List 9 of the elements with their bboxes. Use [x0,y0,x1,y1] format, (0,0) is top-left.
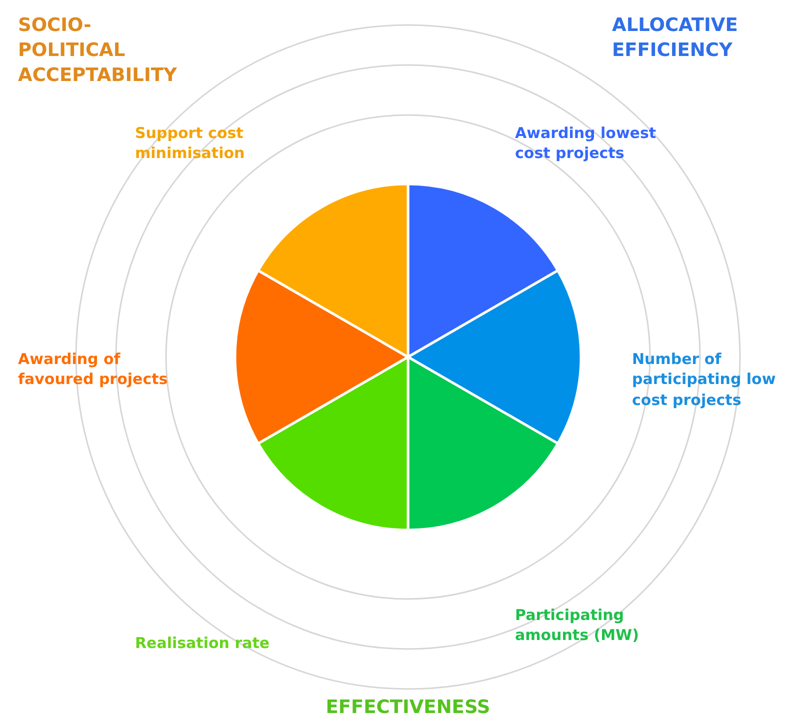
criterion-label: Awarding lowest cost projects [515,123,658,164]
category-heading: EFFECTIVENESS [324,696,492,719]
category-heading: ALLOCATIVE EFFICIENCY [612,14,739,63]
criterion-label: Number of participating low cost projects [632,349,777,410]
category-heading: SOCIO-POLITICAL ACCEPTABILITY [18,14,178,88]
criterion-label: Support cost minimisation [135,123,246,164]
criterion-label: Awarding of favoured projects [18,349,169,390]
criterion-label: Realisation rate [135,633,271,654]
criterion-label: Participating amounts (MW) [515,605,640,646]
